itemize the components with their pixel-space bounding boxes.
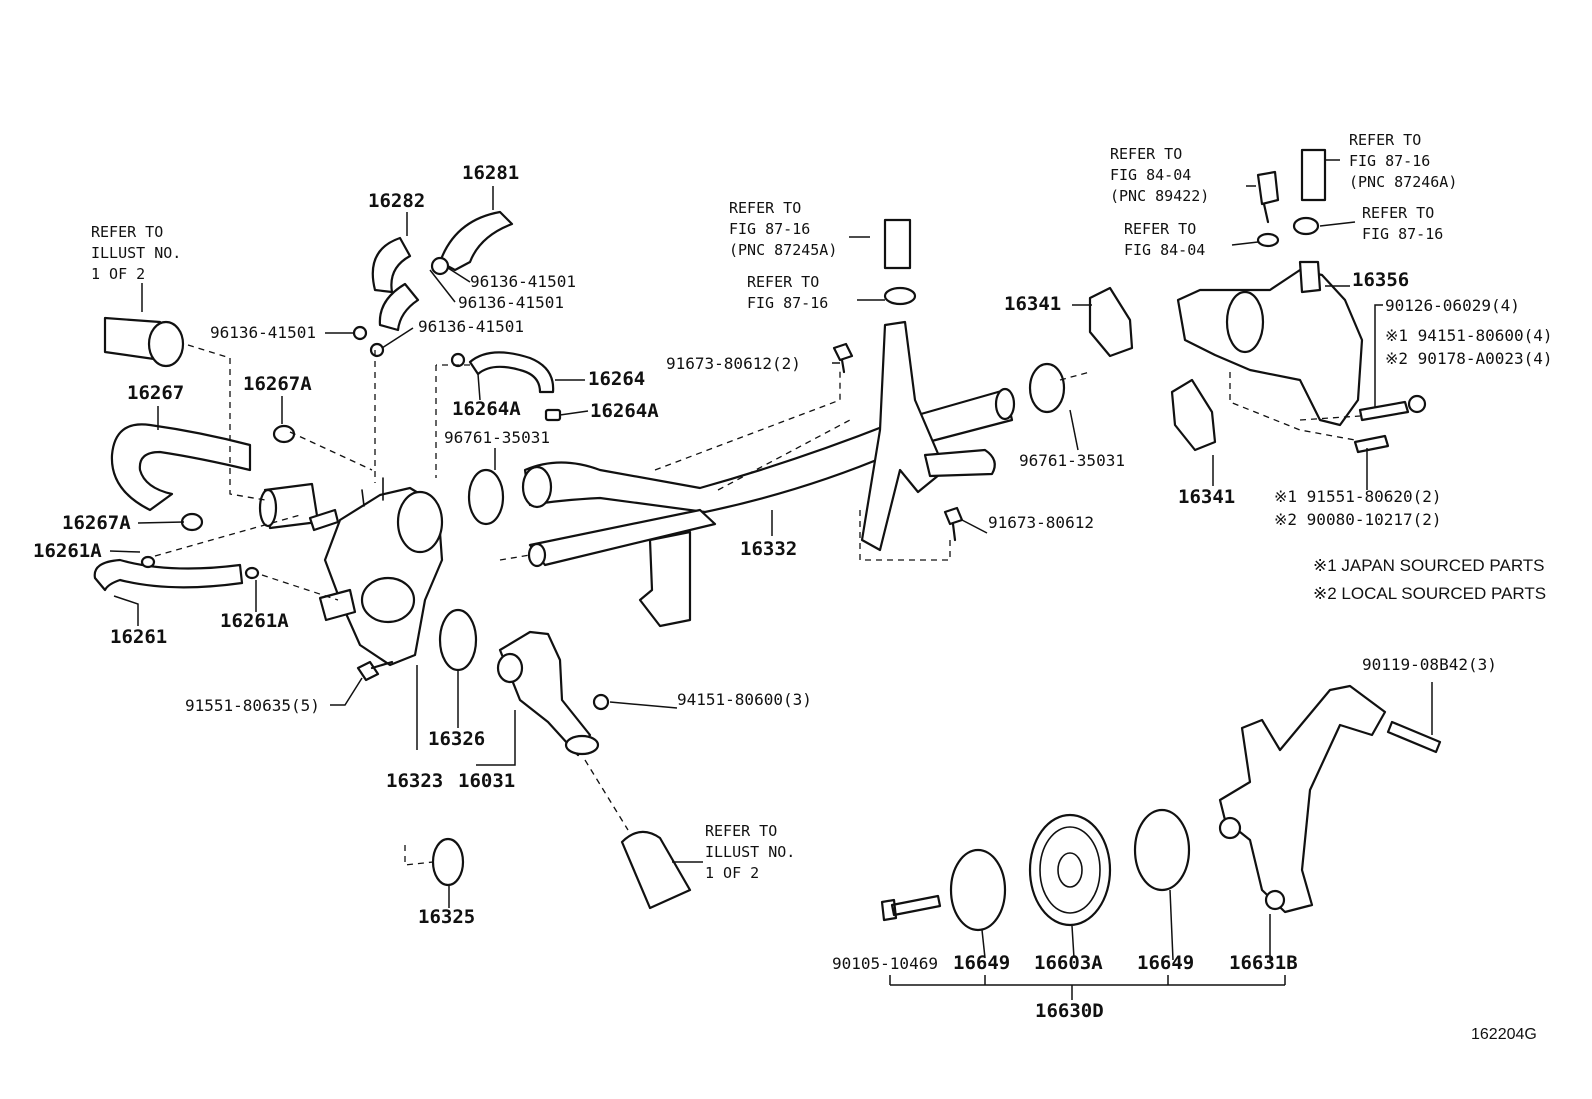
ref-illust-bottom: REFER TO ILLUST NO. 1 OF 2	[705, 822, 796, 882]
hose-16261	[93, 558, 244, 592]
gasket-16341-bot	[1170, 378, 1217, 452]
label-94151-80600-3: 94151-80600(3)	[677, 690, 812, 709]
nut-94151	[1407, 394, 1427, 414]
label-16281: 16281	[462, 162, 520, 184]
bolt-90105	[880, 894, 942, 922]
idler-pulley-16603A	[1028, 813, 1112, 927]
clamp-16267A	[140, 424, 296, 580]
label-16264A-b: 16264A	[590, 400, 659, 422]
label-91551-80620: ※1 91551-80620(2)	[1274, 487, 1442, 506]
bolt-90126	[1358, 400, 1410, 422]
o-ring-96761-left	[467, 468, 505, 526]
clamp-center	[883, 286, 917, 306]
bypass-pipe-16332	[521, 320, 1016, 628]
ref-fig-84-04-gasket: REFER TO FIG 84-04	[1124, 220, 1206, 259]
hose-16282	[371, 236, 420, 332]
hose-16267	[110, 423, 252, 512]
label-94151-80600-4: ※1 94151-80600(4)	[1385, 326, 1553, 345]
radiator-hose-stub-lower	[620, 830, 692, 910]
ref-fig-84-04-pnc-89422: REFER TO FIG 84-04 (PNC 89422)	[1110, 145, 1210, 205]
label-16267A-top: 16267A	[243, 373, 312, 395]
label-16261A-left: 16261A	[33, 540, 102, 562]
leader-lines	[109, 159, 1433, 1000]
radiator-hose-stub-upper	[103, 316, 185, 368]
ref-fig-87-16-clamp: REFER TO FIG 87-16	[747, 273, 829, 312]
label-96136-d: 96136-41501	[418, 317, 524, 336]
label-96761-right: 96761-35031	[1019, 451, 1125, 470]
hose-stub-top-right	[1300, 148, 1327, 202]
plate-16649-right	[1133, 808, 1191, 892]
bolt-91673-bot	[943, 506, 964, 542]
assembly-lines	[154, 344, 1361, 866]
hose-16281	[438, 210, 514, 272]
gasket-16325	[431, 837, 465, 887]
note-local-sourced: ※2 LOCAL SOURCED PARTS	[1313, 584, 1547, 603]
ref-illust-top: REFER TO ILLUST NO. 1 OF 2	[91, 223, 182, 283]
bolt-91551-80635	[356, 660, 394, 682]
label-96136-c: 96136-41501	[210, 323, 316, 342]
label-16603A: 16603A	[1034, 952, 1103, 974]
water-inlet-housing-16323	[258, 477, 444, 667]
ref-fig-87-16-pnc-87245A: REFER TO FIG 87-16 (PNC 87245A)	[729, 199, 838, 259]
label-96136-b: 96136-41501	[458, 293, 564, 312]
gasket-top-right	[1256, 232, 1280, 248]
clamp-top-right	[1292, 216, 1320, 236]
o-ring-96761-right	[1028, 362, 1066, 414]
label-16649-a: 16649	[953, 952, 1011, 974]
label-96136-a: 96136-41501	[470, 272, 576, 291]
hose-stub-center	[883, 218, 912, 270]
gasket-16326	[438, 608, 478, 672]
bolt-91673-top	[832, 342, 854, 374]
idler-bracket-16631B	[1218, 684, 1387, 914]
label-90105: 90105-10469	[832, 954, 938, 973]
ref-fig-87-16-pnc-87246A: REFER TO FIG 87-16 (PNC 87246A)	[1349, 131, 1458, 191]
gasket-16341-top	[1088, 286, 1134, 358]
water-inlet-16031	[496, 630, 610, 757]
label-16267: 16267	[127, 382, 185, 404]
water-outlet-16356	[1176, 260, 1364, 427]
label-90080: ※2 90080-10217(2)	[1274, 510, 1442, 529]
bolt-91551-80620	[1353, 434, 1390, 454]
label-96761-left: 96761-35031	[444, 428, 550, 447]
clamp-96136	[352, 256, 562, 422]
label-16325: 16325	[418, 906, 476, 928]
label-16031: 16031	[458, 770, 516, 792]
label-16282: 16282	[368, 190, 426, 212]
label-16264: 16264	[588, 368, 646, 390]
label-16261: 16261	[110, 626, 168, 648]
label-16332: 16332	[740, 538, 798, 560]
label-90126: 90126-06029(4)	[1385, 296, 1520, 315]
plate-16649-left	[949, 848, 1007, 932]
label-16267A-left: 16267A	[62, 512, 131, 534]
label-16631B: 16631B	[1229, 952, 1298, 974]
ref-fig-87-16-right: REFER TO FIG 87-16	[1362, 204, 1444, 243]
label-16264A-a: 16264A	[452, 398, 521, 420]
label-16326: 16326	[428, 728, 486, 750]
figure-code: 162204G	[1471, 1026, 1537, 1043]
label-91673-top: 91673-80612(2)	[666, 354, 801, 373]
label-16649-b: 16649	[1137, 952, 1195, 974]
sensor-top-right	[1256, 170, 1280, 224]
label-90178: ※2 90178-A0023(4)	[1385, 349, 1553, 368]
label-91673-bot: 91673-80612	[988, 513, 1094, 532]
label-16341-top: 16341	[1004, 293, 1062, 315]
label-91551-80635: 91551-80635(5)	[185, 696, 320, 715]
label-16356: 16356	[1352, 269, 1410, 291]
bolt-90119	[1386, 720, 1442, 754]
note-japan-sourced: ※1 JAPAN SOURCED PARTS	[1313, 556, 1545, 575]
label-90119: 90119-08B42(3)	[1362, 655, 1497, 674]
label-16341-bot: 16341	[1178, 486, 1236, 508]
hose-16264	[468, 351, 555, 394]
label-16630D: 16630D	[1035, 1000, 1104, 1022]
label-16261A-right: 16261A	[220, 610, 289, 632]
label-16323: 16323	[386, 770, 444, 792]
